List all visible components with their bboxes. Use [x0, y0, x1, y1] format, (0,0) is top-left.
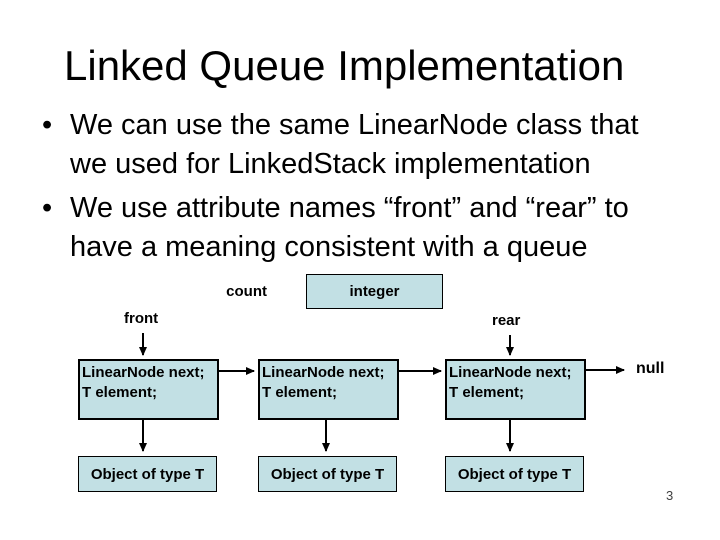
object-box-1: Object of type T: [78, 456, 217, 492]
node-box-line1: LinearNode next;: [449, 364, 572, 381]
page-number: 3: [666, 488, 674, 503]
null-label: null: [636, 360, 665, 377]
rear-label: rear: [492, 312, 521, 329]
bullet-line: have a meaning consistent with a queue: [70, 231, 588, 263]
object-box-label: Object of type T: [90, 465, 205, 483]
node-box-line2: T element;: [449, 384, 525, 401]
bullet-line: We can use the same LinearNode class tha…: [70, 109, 639, 141]
bullet-icon: •: [42, 192, 53, 224]
bullet-icon: •: [42, 109, 53, 141]
object-box-label: Object of type T: [270, 465, 385, 483]
bullet-text: We can use the same LinearNode class tha…: [70, 106, 639, 184]
count-label: count: [226, 283, 267, 300]
integer-box-label: integer: [349, 283, 400, 300]
node-box-line1: LinearNode next;: [82, 364, 205, 381]
page-title: Linked Queue Implementation: [64, 42, 625, 89]
node-box-line2: T element;: [82, 384, 158, 401]
bullet-text: We use attribute names “front” and “rear…: [70, 189, 629, 267]
node-box-line2: T element;: [262, 384, 338, 401]
object-box-label: Object of type T: [457, 465, 572, 483]
front-label: front: [124, 310, 159, 327]
integer-box: integer: [306, 274, 443, 309]
node-box-3: LinearNode next; T element;: [445, 359, 586, 420]
bullet-line: we used for LinkedStack implementation: [70, 148, 591, 180]
node-box-1: LinearNode next; T element;: [78, 359, 219, 420]
object-box-3: Object of type T: [445, 456, 584, 492]
node-box-line1: LinearNode next;: [262, 364, 385, 381]
node-box-2: LinearNode next; T element;: [258, 359, 399, 420]
bullet-item: • We can use the same LinearNode class t…: [38, 106, 639, 184]
object-box-2: Object of type T: [258, 456, 397, 492]
bullet-item: • We use attribute names “front” and “re…: [38, 189, 629, 267]
bullet-line: We use attribute names “front” and “rear…: [70, 192, 629, 224]
